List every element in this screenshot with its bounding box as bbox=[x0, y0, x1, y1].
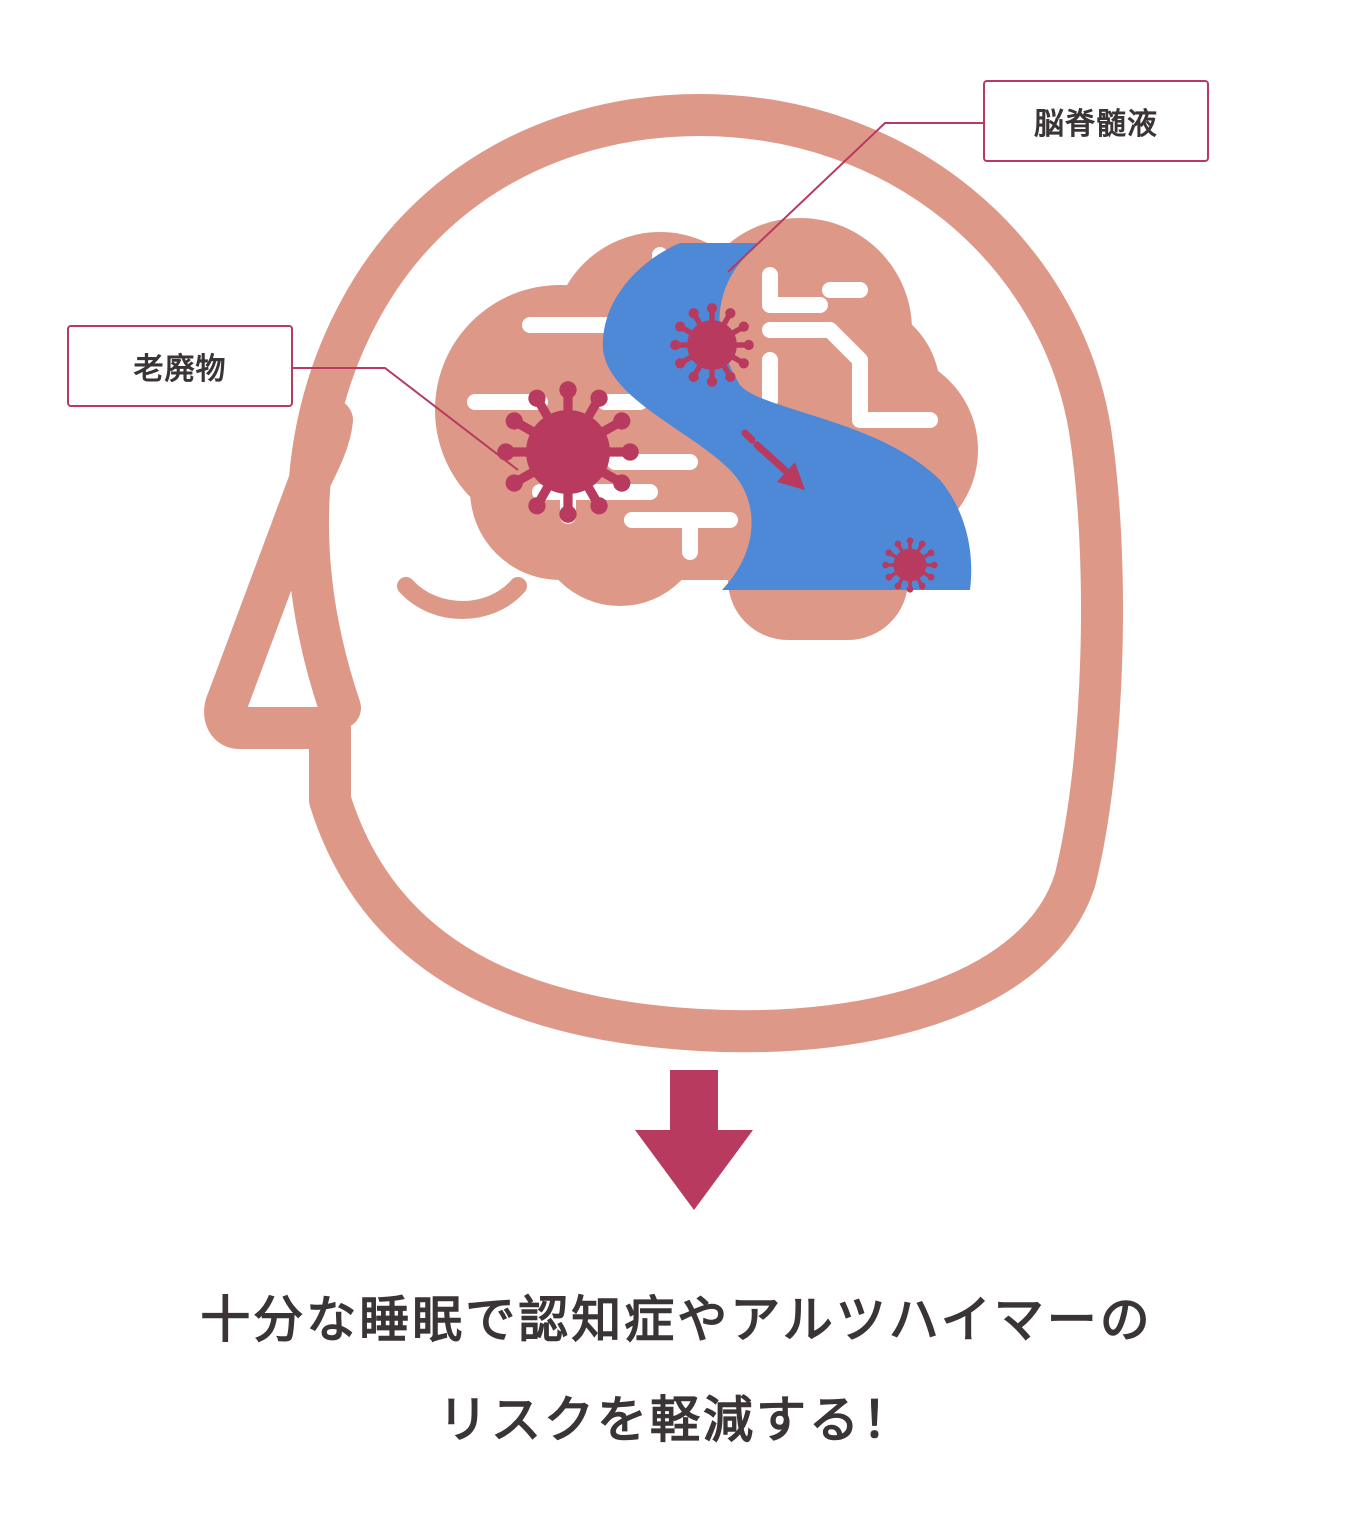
csf-label: 脳脊髄液 bbox=[983, 80, 1209, 162]
down-arrow-icon bbox=[635, 1070, 753, 1210]
callout-leader-lines bbox=[293, 122, 983, 471]
message-line-1: 十分な睡眠で認知症やアルツハイマーの bbox=[200, 1291, 1153, 1349]
flow-direction-arrow bbox=[741, 429, 805, 490]
head-outline bbox=[204, 94, 1123, 1053]
closed-eye bbox=[397, 577, 527, 619]
message-line-2: リスクを軽減する！ bbox=[438, 1391, 915, 1449]
waste-label: 老廃物 bbox=[67, 325, 293, 407]
